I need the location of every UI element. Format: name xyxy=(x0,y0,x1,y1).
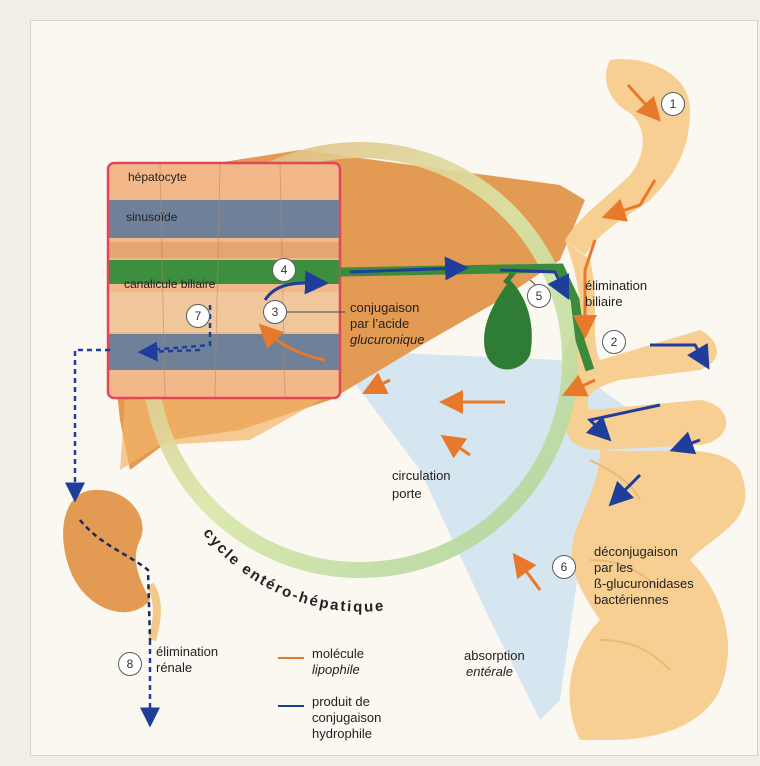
legend-blue-arrow xyxy=(278,705,304,707)
legend-hydrophile-3: hydrophile xyxy=(312,726,372,741)
stomach xyxy=(565,59,690,255)
duodenum xyxy=(564,240,727,450)
step-5-badge: 5 xyxy=(527,284,551,308)
hepatocyte-label: hépatocyte xyxy=(128,170,187,185)
enteral-absorption-1: absorption xyxy=(464,648,525,663)
legend-orange-arrow xyxy=(278,657,304,659)
deconjugation-1: déconjugaison xyxy=(594,544,678,559)
ureter xyxy=(150,585,157,640)
kidney xyxy=(63,490,150,612)
sinusoid-label: sinusoïde xyxy=(126,210,177,225)
legend-hydrophile-1: produit de xyxy=(312,694,370,709)
conjugation-label-2: par l’acide xyxy=(350,316,409,331)
step-2-badge: 2 xyxy=(602,330,626,354)
portal-circulation-2: porte xyxy=(392,486,422,501)
conjugation-label-1: conjugaison xyxy=(350,300,419,315)
step-7-badge: 7 xyxy=(186,304,210,328)
step-8-badge: 8 xyxy=(118,652,142,676)
biliary-elimination-1: élimination xyxy=(585,278,647,293)
renal-elimination-1: élimination xyxy=(156,644,218,659)
deconjugation-4: bactériennes xyxy=(594,592,668,607)
conjugation-label-3: glucuronique xyxy=(350,332,424,347)
enteral-absorption-2: entérale xyxy=(466,664,513,679)
step-3-badge: 3 xyxy=(263,300,287,324)
step-4-badge: 4 xyxy=(272,258,296,282)
legend-lipophile-1: molécule xyxy=(312,646,364,661)
legend-hydrophile-2: conjugaison xyxy=(312,710,381,725)
biliary-elimination-2: biliaire xyxy=(585,294,623,309)
legend-lipophile-2: lipophile xyxy=(312,662,360,677)
deconjugation-3: ß-glucuronidases xyxy=(594,576,694,591)
canalicule-label: canalicule biliaire xyxy=(124,277,215,292)
renal-elimination-2: rénale xyxy=(156,660,192,675)
deconjugation-2: par les xyxy=(594,560,633,575)
step-1-badge: 1 xyxy=(661,92,685,116)
portal-circulation-1: circulation xyxy=(392,468,451,483)
step-6-badge: 6 xyxy=(552,555,576,579)
